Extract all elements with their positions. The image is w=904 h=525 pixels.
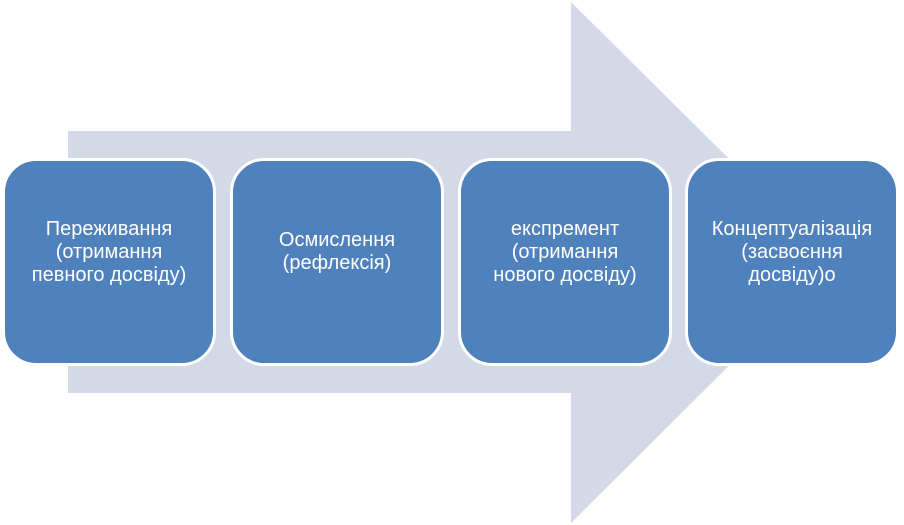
step-box-reflection: Осмислення (рефлексія): [230, 158, 444, 366]
step-label-experiment: експремент (отримання нового досвіду): [493, 217, 637, 286]
step-label-reflection: Осмислення (рефлексія): [278, 229, 396, 274]
arrow-polygon: [68, 2, 833, 523]
step-box-experiment: експремент (отримання нового досвіду): [458, 158, 672, 366]
step-label-experience: Переживання (отримання певного досвіду): [31, 217, 187, 286]
step-box-conceptualization: Концептуалізація (засвоєння досвіду)о: [685, 158, 899, 366]
step-box-experience: Переживання (отримання певного досвіду): [2, 158, 216, 366]
step-label-conceptualization: Концептуалізація (засвоєння досвіду)о: [711, 217, 873, 286]
